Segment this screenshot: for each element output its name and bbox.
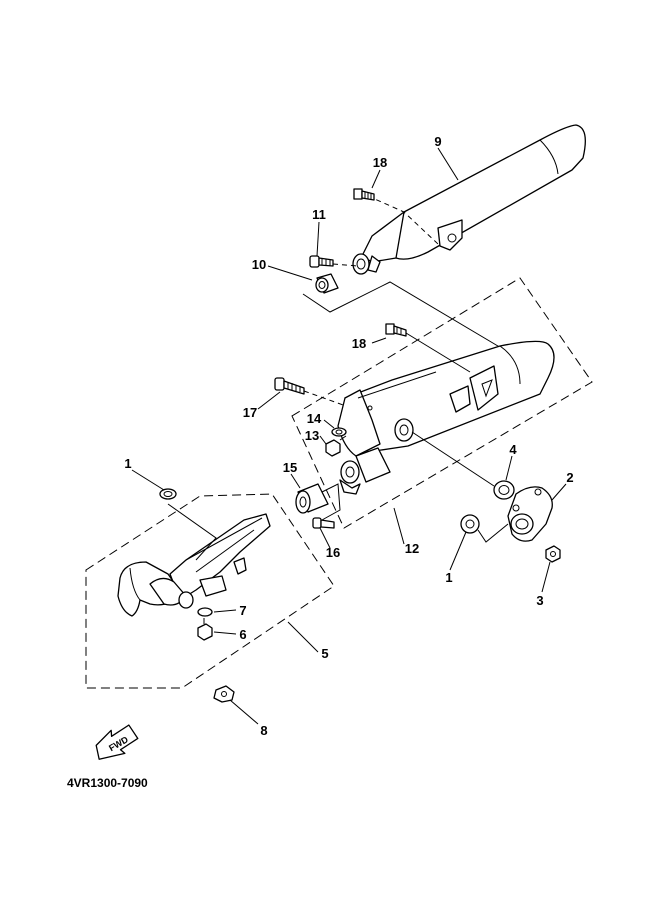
gasket-1-right[interactable] <box>460 514 480 534</box>
gasket-4[interactable] <box>493 480 515 500</box>
nut-13[interactable] <box>325 439 341 457</box>
gasket-1-left[interactable] <box>159 488 177 500</box>
bolt-18-middle[interactable] <box>385 323 407 337</box>
callout-10: 10 <box>252 257 266 272</box>
callout-8: 8 <box>260 723 267 738</box>
muffler-assembly-12[interactable] <box>337 340 555 495</box>
callout-12: 12 <box>405 541 419 556</box>
callout-5: 5 <box>321 646 328 661</box>
nut-3[interactable] <box>545 545 561 563</box>
callout-17: 17 <box>243 405 257 420</box>
callout-9: 9 <box>434 134 441 149</box>
callout-4: 4 <box>509 442 517 457</box>
callout-16: 16 <box>326 545 340 560</box>
muffler-upper[interactable] <box>352 124 586 275</box>
bolt-11[interactable] <box>309 255 334 268</box>
washer-14[interactable] <box>331 427 347 437</box>
drawing-code: 4VR1300-7090 <box>67 776 148 790</box>
callout-14: 14 <box>307 411 322 426</box>
washer-7[interactable] <box>197 607 213 617</box>
sleeve-15[interactable] <box>295 483 329 514</box>
callout-7: 7 <box>239 603 246 618</box>
callout-3: 3 <box>536 593 543 608</box>
fwd-arrow-icon: FWD <box>95 724 139 760</box>
exhaust-flange-2[interactable] <box>507 486 553 542</box>
nut-6[interactable] <box>197 623 213 641</box>
callout-11: 11 <box>312 207 326 222</box>
callout-1-left: 1 <box>124 456 131 471</box>
group-outline-12 <box>291 277 593 529</box>
bolt-16[interactable] <box>312 517 335 529</box>
callout-18-upper: 18 <box>373 155 387 170</box>
callout-13: 13 <box>305 428 319 443</box>
callout-18-middle: 18 <box>352 336 366 351</box>
callout-1-right: 1 <box>445 570 452 585</box>
sleeve-10[interactable] <box>315 273 339 294</box>
callout-6: 6 <box>239 627 246 642</box>
nut-8[interactable] <box>213 685 235 703</box>
callout-15: 15 <box>283 460 297 475</box>
bolt-18-upper[interactable] <box>353 188 375 201</box>
bolt-17[interactable] <box>274 377 305 395</box>
exhaust-pipe-5[interactable] <box>117 513 271 617</box>
callout-2: 2 <box>566 470 573 485</box>
